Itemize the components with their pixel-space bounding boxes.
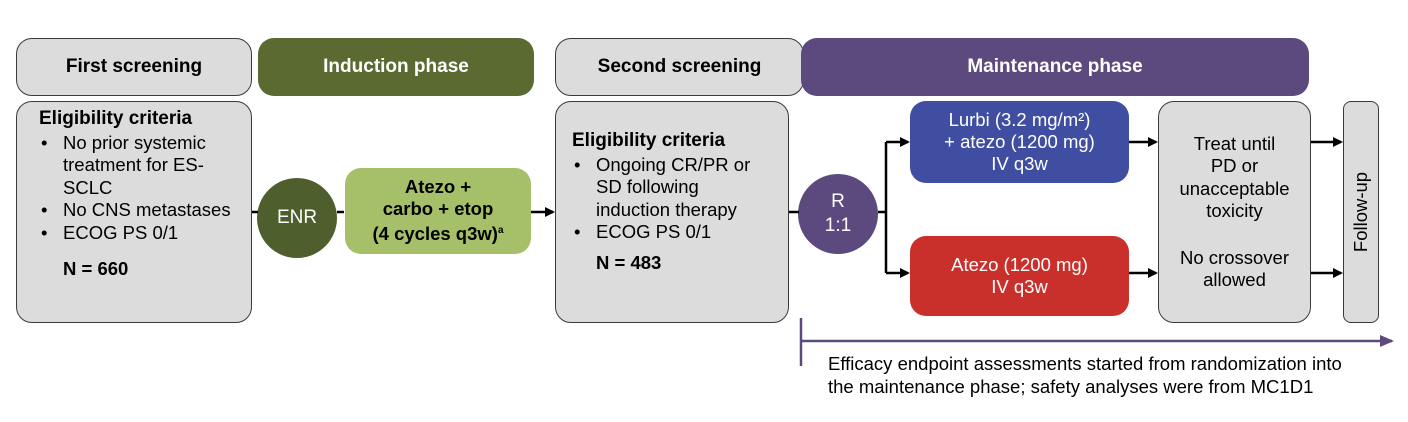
treat-line6: allowed xyxy=(1203,269,1266,290)
follow-up-box: Follow-up xyxy=(1343,101,1379,323)
induction-line3: (4 cycles q3w) xyxy=(372,223,498,245)
first-eligibility-item: No prior systemic treatment for ES-SCLC xyxy=(39,132,241,200)
efficacy-note: Efficacy endpoint assessments started fr… xyxy=(828,352,1342,398)
first-eligibility-item: No CNS metastases xyxy=(39,199,241,222)
lurbi-arm-box: Lurbi (3.2 mg/m²) + atezo (1200 mg) IV q… xyxy=(910,101,1129,183)
randomization-line1: R xyxy=(831,191,845,212)
lurbi-arm-line2: + atezo (1200 mg) xyxy=(944,131,1095,152)
treat-line5: No crossover xyxy=(1180,246,1289,268)
enr-label: ENR xyxy=(276,207,318,228)
first-eligibility-item: ECOG PS 0/1 xyxy=(39,222,241,245)
header-maintenance-phase-label: Maintenance phase xyxy=(967,56,1143,77)
lurbi-arm-line1: Lurbi (3.2 mg/m²) xyxy=(948,109,1091,130)
randomization-circle: R 1:1 xyxy=(798,174,878,254)
header-second-screening-label: Second screening xyxy=(597,56,762,77)
treat-line1: Treat until xyxy=(1193,132,1276,154)
induction-line3-wrap: (4 cycles q3w)a xyxy=(372,220,503,245)
second-n-count: N = 483 xyxy=(596,251,662,273)
atezo-arm-box: Atezo (1200 mg) IV q3w xyxy=(910,236,1129,316)
header-induction-phase-label: Induction phase xyxy=(323,56,469,77)
second-eligibility-item: Ongoing CR/PR or SD following induction … xyxy=(572,154,778,222)
efficacy-note-line1: Efficacy endpoint assessments started fr… xyxy=(828,353,1342,374)
induction-line1: Atezo + xyxy=(404,176,472,198)
induction-footnote: a xyxy=(497,225,504,237)
header-maintenance-phase: Maintenance phase xyxy=(801,38,1309,96)
randomization-ratio: 1:1 xyxy=(824,215,852,236)
treat-line2: PD or xyxy=(1210,155,1259,176)
header-first-screening: First screening xyxy=(16,38,252,96)
second-eligibility-item: ECOG PS 0/1 xyxy=(572,221,778,244)
header-induction-phase: Induction phase xyxy=(258,38,534,96)
second-eligibility-list: Ongoing CR/PR or SD following induction … xyxy=(572,154,778,244)
header-first-screening-label: First screening xyxy=(65,56,203,77)
second-eligibility-title: Eligibility criteria xyxy=(572,130,726,151)
treat-line3: unacceptable xyxy=(1179,177,1290,199)
induction-line2: carbo + etop xyxy=(382,198,494,220)
enr-circle: ENR xyxy=(257,178,337,258)
treat-until-box: Treat until PD or unacceptable toxicity … xyxy=(1158,101,1311,323)
first-eligibility-title: Eligibility criteria xyxy=(39,108,193,129)
first-eligibility-box: Eligibility criteria No prior systemic t… xyxy=(16,101,252,323)
second-eligibility-box: Eligibility criteria Ongoing CR/PR or SD… xyxy=(555,101,789,323)
atezo-arm-line2: IV q3w xyxy=(991,276,1048,297)
first-eligibility-list: No prior systemic treatment for ES-SCLC … xyxy=(39,132,241,245)
lurbi-arm-line3: IV q3w xyxy=(991,153,1048,174)
first-n-count: N = 660 xyxy=(63,258,129,279)
efficacy-note-line2: the maintenance phase; safety analyses w… xyxy=(828,376,1314,397)
atezo-arm-line1: Atezo (1200 mg) xyxy=(951,254,1088,275)
induction-treatment-box: Atezo + carbo + etop (4 cycles q3w)a xyxy=(345,168,531,254)
header-second-screening: Second screening xyxy=(555,38,804,96)
treat-line4: toxicity xyxy=(1206,200,1263,221)
